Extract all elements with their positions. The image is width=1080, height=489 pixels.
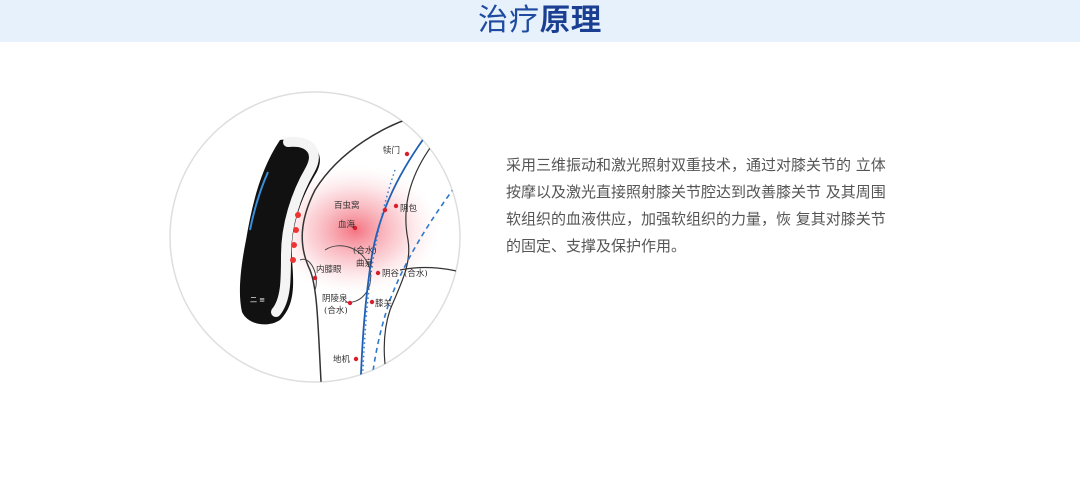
acupoint-label: 百虫窝 (334, 200, 360, 211)
acupoint-dot (375, 270, 381, 276)
acupoint-dot (353, 356, 359, 362)
acupoint-dots (312, 151, 410, 362)
acupoint-dot (393, 203, 399, 209)
title-light: 治疗 (478, 3, 540, 38)
acupoint-labels: 犊门 百虫窝 阴包 血海 (合水) 曲泉 内膝眼 阴谷 (合水) 阴陵泉 (合水… (316, 145, 428, 365)
leg-outline-inner (383, 134, 441, 382)
knee-acupoint-illustration: 二 ≡ 犊门 百虫窝 阴包 血海 (合水) 曲泉 内膝眼 (150, 80, 480, 400)
acupoint-label: 内膝眼 (316, 264, 342, 275)
description-line: 按摩以及激光直接照射膝关节腔达到改善膝关节 及其周围 (506, 183, 886, 201)
knee-diagram: 二 ≡ 犊门 百虫窝 阴包 血海 (合水) 曲泉 内膝眼 (169, 91, 461, 383)
acupoint-label: 地机 (333, 354, 351, 365)
device-label: 二 ≡ (250, 296, 265, 304)
section-header: 治疗原理 (0, 0, 1080, 42)
acupoint-dot (312, 275, 318, 281)
acupoint-dot (404, 151, 410, 157)
acupoint-dot (369, 299, 375, 305)
acupoint-label: 阴包 (400, 203, 418, 214)
acupoint-dot (347, 300, 353, 306)
acupoint-label: 阴谷 (382, 269, 400, 279)
acupoint-dot (352, 225, 358, 231)
leg-outline-front (301, 114, 421, 382)
meridian-solid (359, 129, 431, 382)
laser-point-3 (291, 242, 297, 248)
acupoint-label: 膝关 (375, 298, 393, 309)
description-line: 软组织的血液供应，加强软组织的力量，恢 复其对膝关节 (506, 210, 886, 228)
laser-point-1 (295, 212, 301, 218)
knee-fold (299, 258, 317, 291)
leg-outline-back (399, 266, 460, 276)
device-shell (271, 136, 319, 317)
acupoint-label: (合水) (404, 268, 428, 279)
acupoint-label: 血海 (338, 219, 356, 230)
acupoint-label: 阴陵泉 (322, 293, 348, 304)
laser-point-4 (290, 257, 296, 263)
description-line: 采用三维振动和激光照射双重技术，通过对膝关节的 立体 (506, 156, 886, 174)
treatment-description: 采用三维振动和激光照射双重技术，通过对膝关节的 立体 按摩以及激光直接照射膝关节… (506, 152, 926, 260)
acupoint-label: 曲泉 (356, 258, 374, 269)
massage-device: 二 ≡ (239, 136, 320, 325)
title-bold: 原理 (540, 3, 602, 38)
section-title: 治疗原理 (478, 0, 602, 42)
acupoint-label: (合水) (324, 305, 348, 316)
description-line: 的固定、支撑及保护作用。 (506, 237, 687, 255)
laser-point-2 (293, 227, 299, 233)
device-accent (249, 171, 269, 231)
acupoint-label: 犊门 (383, 145, 400, 156)
acupoint-label: (合水) (353, 245, 377, 256)
acupoint-dot (382, 207, 388, 213)
